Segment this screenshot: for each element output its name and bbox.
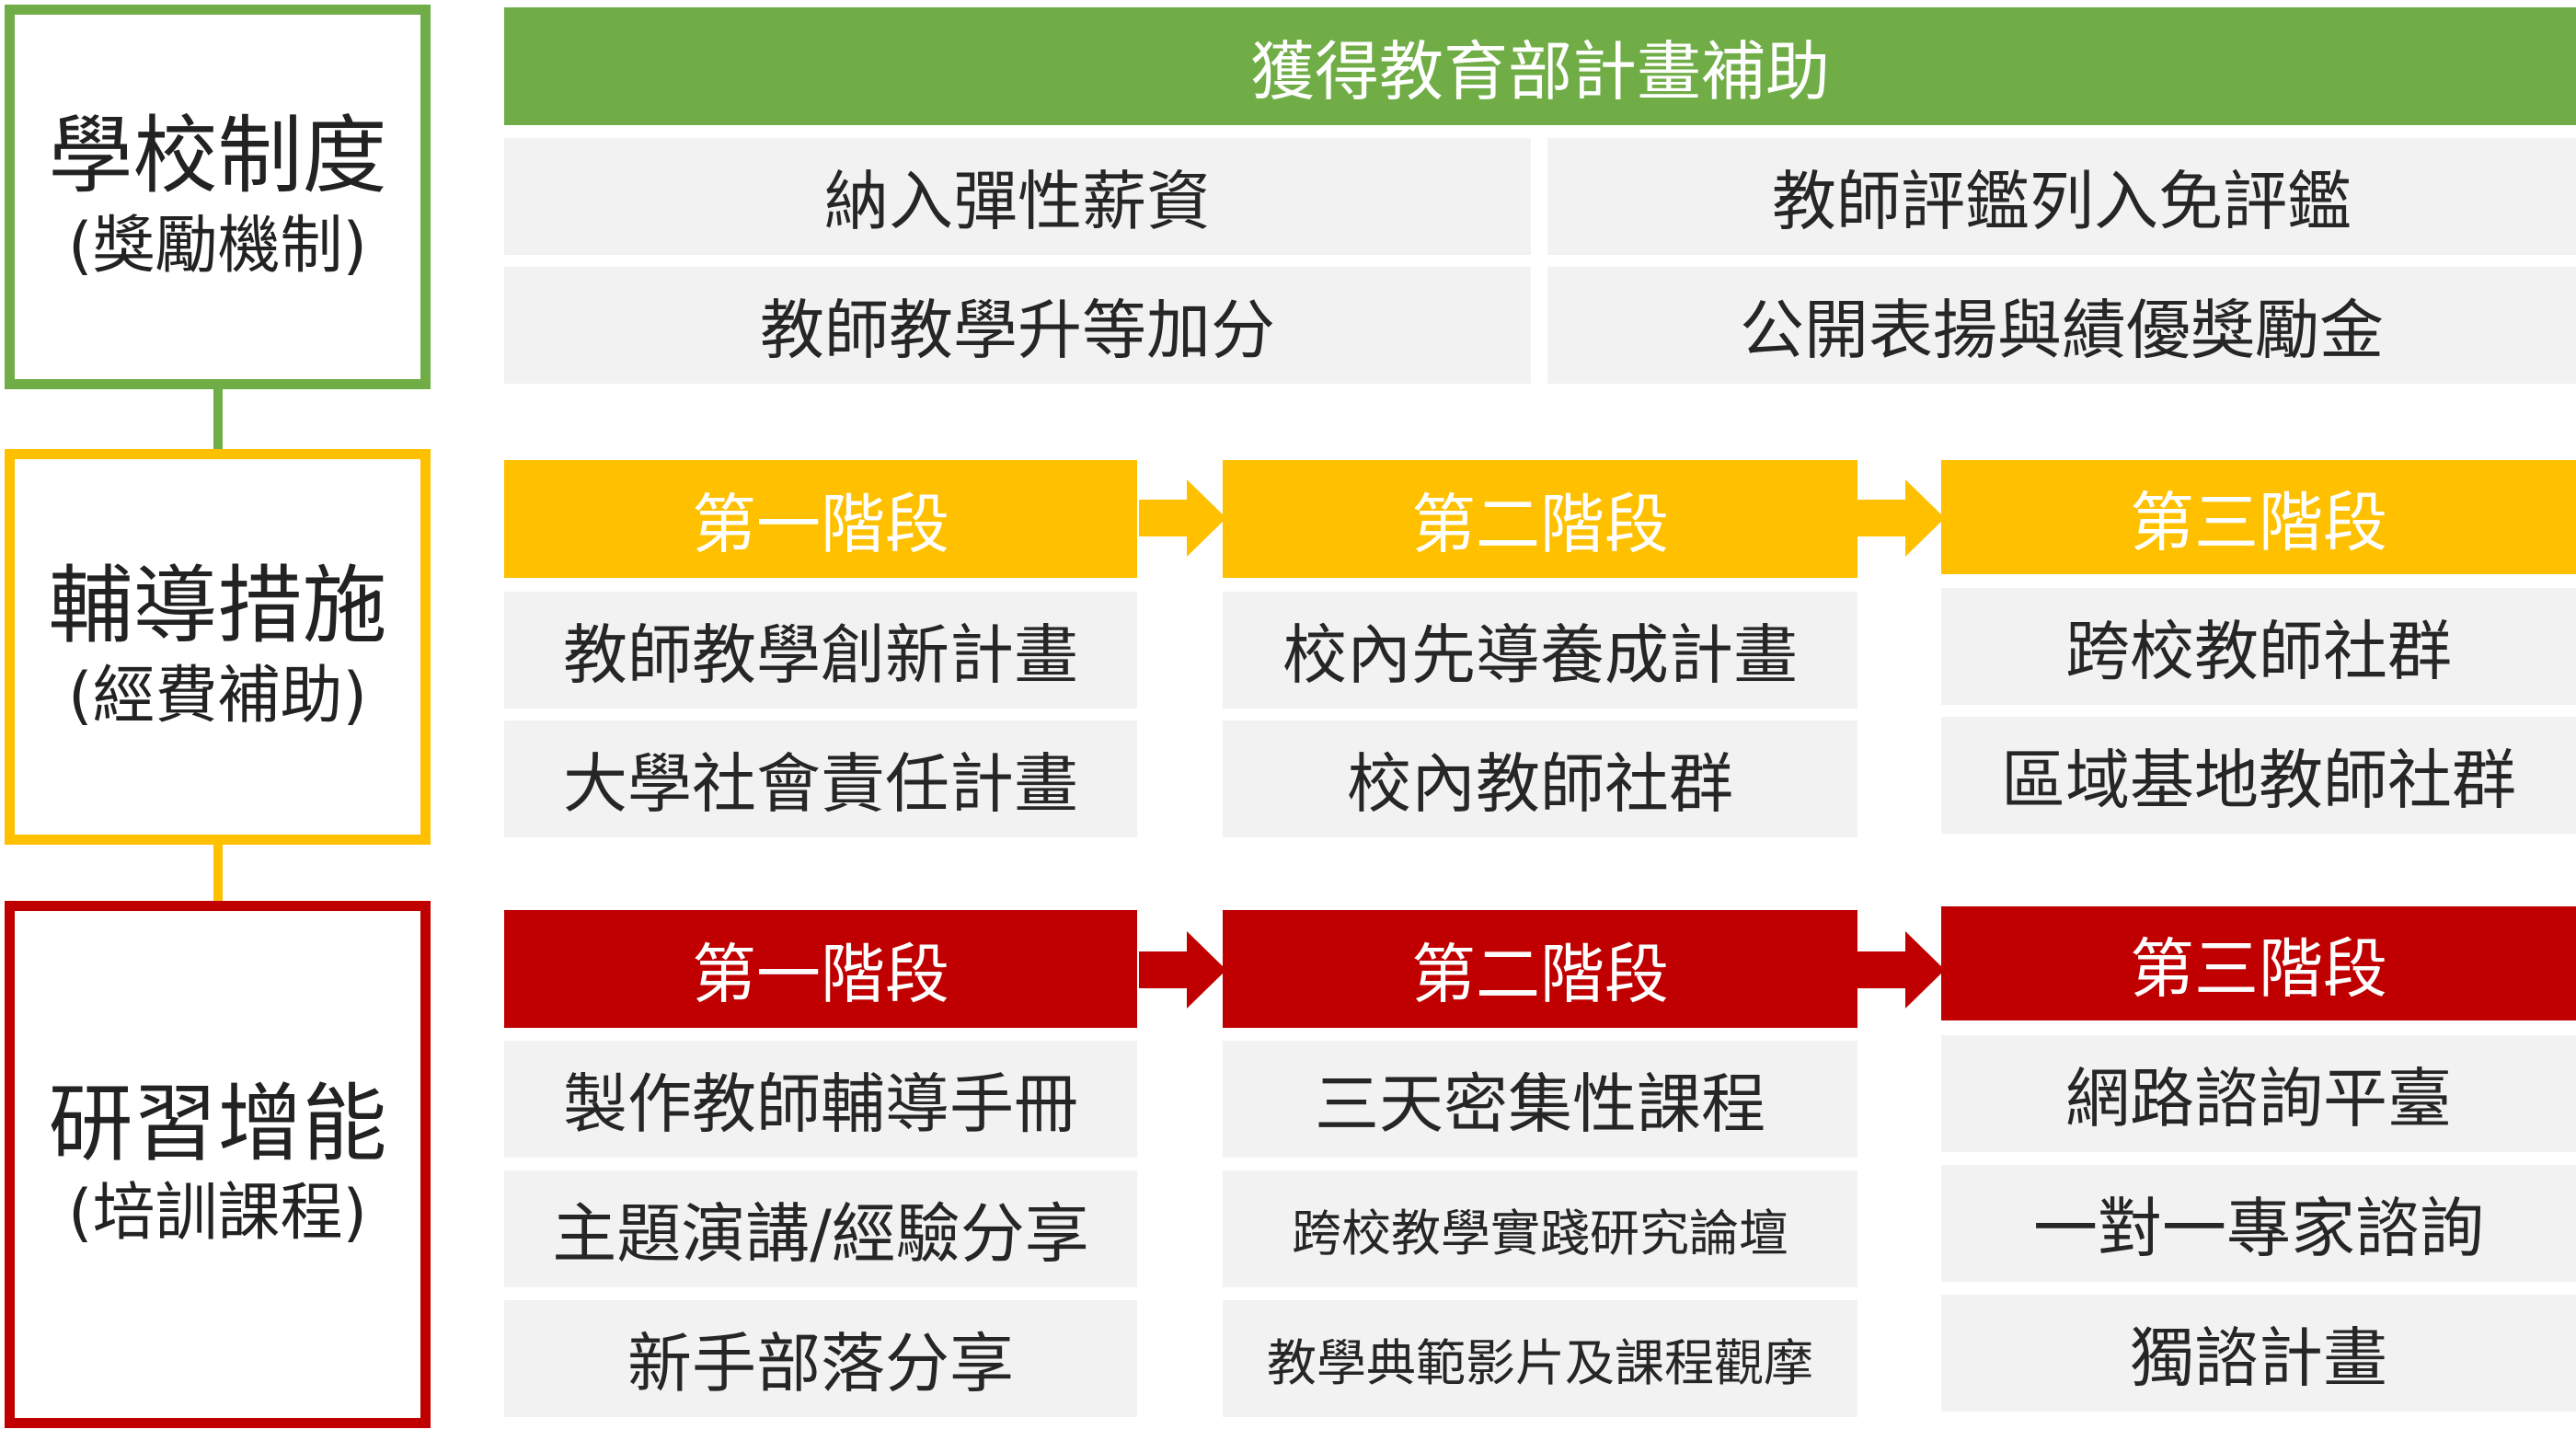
training-box: 研習增能 (培訓課程) xyxy=(5,901,431,1428)
counseling-subtitle: (經費補助) xyxy=(67,659,368,732)
counseling-stage-1-header: 第一階段 xyxy=(504,460,1137,578)
institution-item: 教師教學升等加分 xyxy=(504,267,1531,384)
training-arrow-1-icon xyxy=(1139,931,1226,1009)
training-title: 研習增能 xyxy=(48,1074,387,1173)
counseling-arrow-2-icon xyxy=(1857,479,1945,557)
institution-item: 納入彈性薪資 xyxy=(504,138,1531,255)
counseling-stage-2-item: 校內教師社群 xyxy=(1223,720,1857,837)
training-stage-2-item: 教學典範影片及課程觀摩 xyxy=(1223,1300,1857,1417)
counseling-stage-1-item: 教師教學創新計畫 xyxy=(504,592,1137,709)
training-stage-2-item: 跨校教學實踐研究論壇 xyxy=(1223,1170,1857,1287)
connector-yellow xyxy=(213,836,223,901)
training-stage-1-header: 第一階段 xyxy=(504,910,1137,1028)
training-stage-1-item: 製作教師輔導手冊 xyxy=(504,1041,1137,1158)
counseling-stage-2-header: 第二階段 xyxy=(1223,460,1857,578)
counseling-title: 輔導措施 xyxy=(48,557,387,656)
institution-item: 教師評鑑列入免評鑑 xyxy=(1547,138,2576,255)
institution-subtitle: (獎勵機制) xyxy=(67,209,368,282)
training-stage-2-header: 第二階段 xyxy=(1223,910,1857,1028)
institution-title: 學校制度 xyxy=(48,107,387,206)
counseling-arrow-1-icon xyxy=(1139,479,1226,557)
institution-item: 公開表揚與績優獎勵金 xyxy=(1547,267,2576,384)
counseling-box: 輔導措施 (經費補助) xyxy=(5,449,431,845)
counseling-stage-3-item: 區域基地教師社群 xyxy=(1941,717,2576,834)
training-stage-3-item: 獨諮計畫 xyxy=(1941,1295,2576,1412)
counseling-stage-2-item: 校內先導養成計畫 xyxy=(1223,592,1857,709)
counseling-stage-1-item: 大學社會責任計畫 xyxy=(504,720,1137,837)
institution-box: 學校制度 (獎勵機制) xyxy=(5,5,431,389)
training-arrow-2-icon xyxy=(1857,931,1945,1009)
training-stage-3-item: 網路諮詢平臺 xyxy=(1941,1035,2576,1152)
training-stage-1-item: 新手部落分享 xyxy=(504,1300,1137,1417)
training-stage-1-item: 主題演講/經驗分享 xyxy=(504,1170,1137,1287)
training-subtitle: (培訓課程) xyxy=(67,1177,368,1251)
training-stage-3-item: 一對一專家諮詢 xyxy=(1941,1165,2576,1282)
training-stage-2-item: 三天密集性課程 xyxy=(1223,1041,1857,1158)
counseling-stage-3-header: 第三階段 xyxy=(1941,460,2576,574)
counseling-stage-3-item: 跨校教師社群 xyxy=(1941,588,2576,705)
training-stage-3-header: 第三階段 xyxy=(1941,906,2576,1020)
institution-header: 獲得教育部計畫補助 xyxy=(504,7,2576,125)
connector-green xyxy=(213,385,223,449)
